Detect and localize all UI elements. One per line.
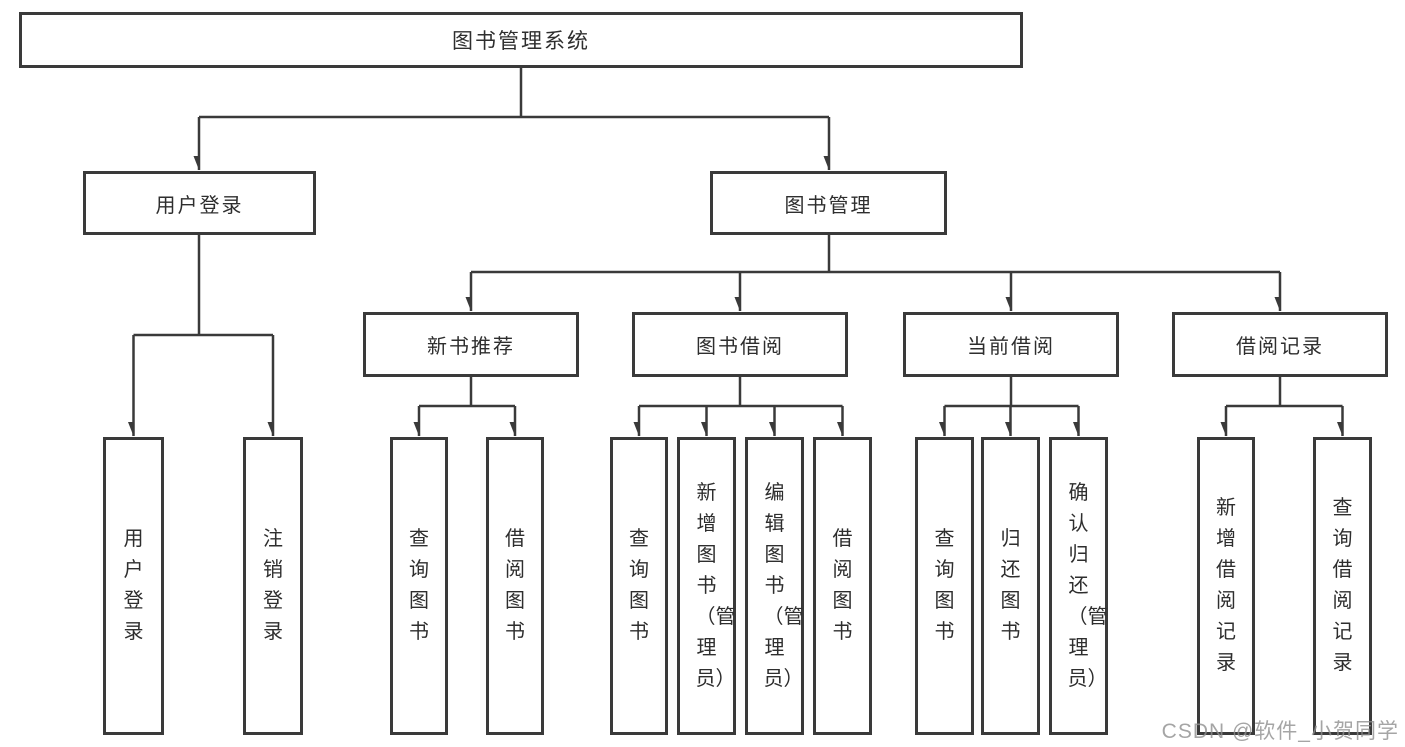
node-label: 新增借阅记录 — [1216, 497, 1236, 674]
node-book-borrowing: 图书借阅 — [632, 312, 848, 377]
node-label: 归还图书 — [1000, 528, 1021, 643]
leaf-borrow-books-recommend: 借阅图书 — [486, 437, 544, 735]
watermark: CSDN @软件_小贺同学 — [1161, 720, 1399, 743]
leaf-query-books-recommend: 查询图书 — [390, 437, 448, 735]
node-label: 查询图书 — [409, 528, 429, 643]
node-library-management-system: 图书管理系统 — [19, 12, 1023, 68]
node-label: 注销登录 — [263, 528, 283, 643]
node-label: 借阅记录 — [1236, 336, 1324, 358]
node-label: 借阅图书 — [505, 528, 525, 643]
node-label: 查询图书 — [629, 528, 649, 643]
node-label: 新增图书（管理员） — [695, 481, 736, 690]
node-user-login: 用户登录 — [83, 171, 316, 235]
node-label: 用户登录 — [155, 194, 244, 217]
node-label: 查询借阅记录 — [1332, 497, 1353, 674]
leaf-return-books: 归还图书 — [981, 437, 1040, 735]
node-label: 确认归还（管理员） — [1067, 481, 1108, 690]
node-label: 图书管理 — [784, 194, 873, 217]
node-label: 图书管理系统 — [452, 30, 590, 53]
node-label: 借阅图书 — [832, 528, 853, 643]
node-label: 当前借阅 — [967, 336, 1055, 358]
node-borrowing-records: 借阅记录 — [1172, 312, 1388, 377]
node-current-borrowing: 当前借阅 — [903, 312, 1119, 377]
node-label: 用户登录 — [123, 528, 144, 643]
leaf-add-borrow-record: 新增借阅记录 — [1197, 437, 1255, 735]
leaf-add-books-admin: 新增图书（管理员） — [677, 437, 736, 735]
node-label: 图书借阅 — [696, 336, 784, 358]
leaf-edit-books-admin: 编辑图书（管理员） — [745, 437, 804, 735]
leaf-query-borrow-record: 查询借阅记录 — [1313, 437, 1372, 735]
leaf-query-books-current: 查询图书 — [915, 437, 974, 735]
leaf-borrow-books-borrowing: 借阅图书 — [813, 437, 872, 735]
node-label: 查询图书 — [934, 528, 955, 643]
leaf-query-books-borrowing: 查询图书 — [610, 437, 668, 735]
leaf-user-login: 用户登录 — [103, 437, 164, 735]
node-label: 新书推荐 — [427, 336, 515, 358]
node-book-management: 图书管理 — [710, 171, 947, 235]
leaf-confirm-return-admin: 确认归还（管理员） — [1049, 437, 1108, 735]
node-new-book-recommendation: 新书推荐 — [363, 312, 579, 377]
leaf-logout: 注销登录 — [243, 437, 303, 735]
node-label: 编辑图书（管理员） — [763, 481, 804, 690]
